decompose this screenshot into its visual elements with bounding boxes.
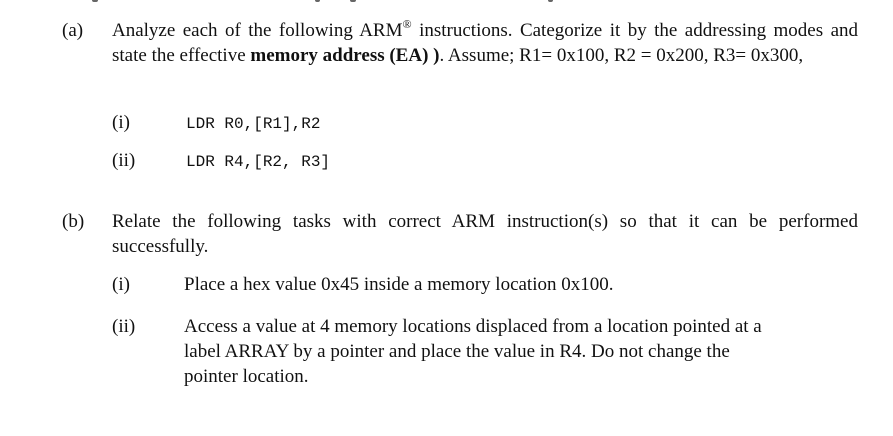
question-a-bold-phrase: memory address (EA) ): [250, 45, 440, 66]
question-b-item-ii: (ii) Access a value at 4 memory location…: [112, 314, 812, 392]
question-a-item-ii: (ii) LDR R4,[R2, R3]: [112, 148, 512, 174]
question-a-text-mid: instructions. Categorize it by the addre…: [112, 20, 858, 66]
item-label: (ii): [112, 150, 136, 171]
question-b: (b) Relate the following tasks with corr…: [62, 209, 862, 261]
item-label: (ii): [112, 316, 136, 337]
item-label: (i): [112, 274, 130, 295]
task-text: Place a hex value 0x45 inside a memory l…: [184, 274, 614, 295]
question-b-text: Relate the following tasks with correct …: [112, 211, 858, 257]
question-b-item-i: (i) Place a hex value 0x45 inside a memo…: [112, 272, 812, 298]
arm-instruction-code: LDR R4,[R2, R3]: [186, 153, 331, 171]
question-b-label: (b): [62, 211, 85, 232]
item-label: (i): [112, 112, 130, 133]
arm-instruction-code: LDR R0,[R1],R2: [186, 115, 321, 133]
question-a: (a) Analyze each of the following ARM® i…: [62, 18, 862, 98]
question-a-label: (a): [62, 20, 84, 41]
question-a-item-i: (i) LDR R0,[R1],R2: [112, 110, 512, 136]
task-text: Access a value at 4 memory locations dis…: [184, 316, 762, 387]
question-a-text-post: . Assume; R1= 0x100, R2 = 0x200, R3= 0x3…: [439, 45, 804, 66]
question-a-text: Analyze each of the following ARM® instr…: [112, 18, 858, 68]
question-a-text-pre: Analyze each of the following ARM: [112, 20, 403, 41]
cropped-text-remnant: [0, 0, 893, 4]
registered-mark: ®: [402, 17, 412, 31]
